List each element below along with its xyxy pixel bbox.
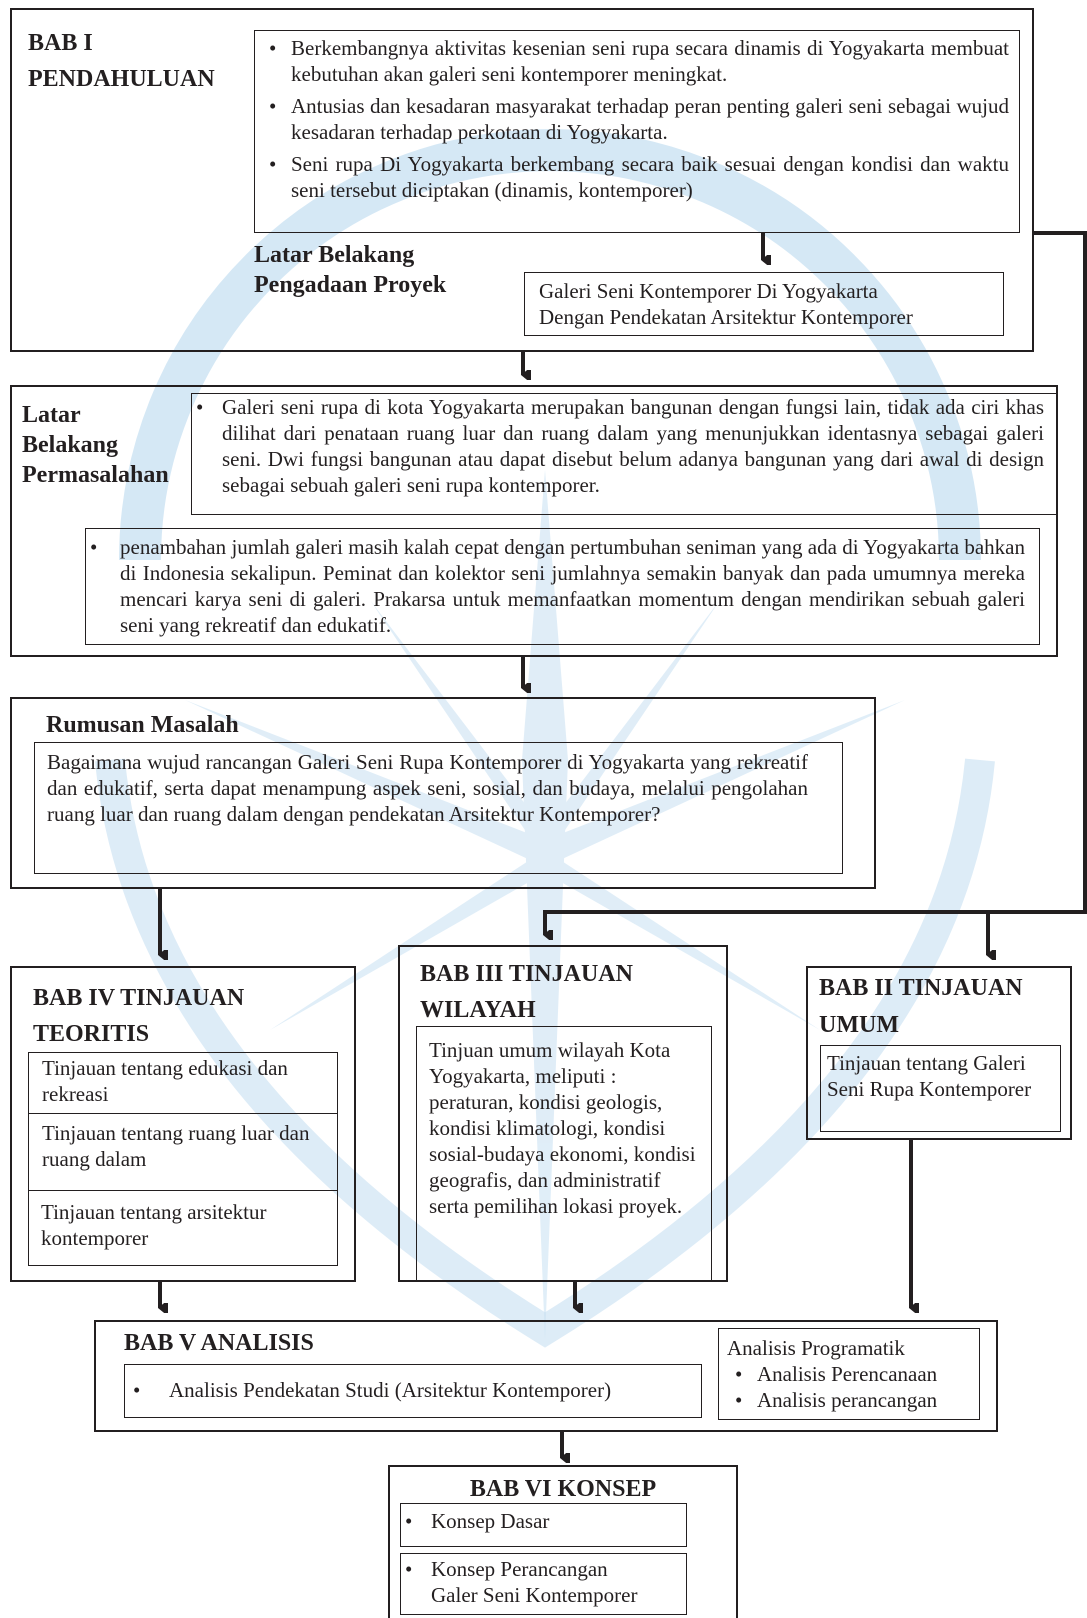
- bab1-bullet-list: Berkembangnya aktivitas kesenian seni ru…: [261, 35, 1009, 203]
- bab2-text: Tinjauan tentang Galeri Seni Rupa Kontem…: [827, 1051, 1032, 1101]
- bab4-title: BAB IV TINJAUAN TEORITIS: [33, 985, 245, 1047]
- permasalahan-section: [10, 385, 1058, 657]
- bab2-section: [806, 966, 1072, 1140]
- bab4-item: Tinjauan tentang arsitektur kontemporer: [28, 1190, 338, 1266]
- project-title-box: Galeri Seni Kontemporer Di Yogyakarta De…: [524, 272, 1004, 336]
- rumusan-section: [10, 697, 876, 889]
- programatik-item: Analisis perancangan: [727, 1387, 979, 1413]
- programatik-title: Analisis Programatik: [727, 1336, 905, 1360]
- bab1-section: [10, 8, 1034, 352]
- bab3-title: BAB III TINJAUAN WILAYAH: [420, 961, 633, 1023]
- permasalahan-title: Latar Belakang Permasalahan: [22, 402, 169, 488]
- bab3-section: [398, 945, 728, 1282]
- bab4-section: [10, 966, 356, 1282]
- bab5-item: Analisis Pendekatan Studi (Arsitektur Ko…: [125, 1377, 701, 1403]
- bab6-section: [388, 1465, 738, 1618]
- bab3-text-box: Tinjuan umum wilayah Kota Yogyakarta, me…: [416, 1026, 712, 1282]
- programatik-item: Analisis Perencanaan: [727, 1361, 979, 1387]
- permasalahan-bullet1-box: Galeri seni rupa di kota Yogyakarta meru…: [191, 393, 1057, 515]
- bab6-item: Konsep Dasar: [401, 1508, 686, 1534]
- rumusan-text-box: Bagaimana wujud rancangan Galeri Seni Ru…: [34, 742, 843, 874]
- bab6-item: Konsep Perancangan Galer Seni Kontempore…: [401, 1556, 686, 1608]
- bab3-text: Tinjuan umum wilayah Kota Yogyakarta, me…: [429, 1038, 696, 1218]
- bab1-bullets-box: Berkembangnya aktivitas kesenian seni ru…: [254, 30, 1020, 233]
- permasalahan-bullet: Galeri seni rupa di kota Yogyakarta meru…: [192, 394, 1044, 498]
- rumusan-text: Bagaimana wujud rancangan Galeri Seni Ru…: [47, 750, 808, 826]
- bab2-text-box: Tinjauan tentang Galeri Seni Rupa Kontem…: [820, 1045, 1061, 1132]
- bab2-title: BAB II TINJAUAN UMUM: [819, 975, 1023, 1038]
- latar-belakang-proyek-title: Latar Belakang Pengadaan Proyek: [254, 242, 447, 298]
- bab5-item-box: Analisis Pendekatan Studi (Arsitektur Ko…: [124, 1364, 702, 1418]
- bab6-item-box: Konsep Perancangan Galer Seni Kontempore…: [400, 1553, 687, 1615]
- bab4-item: Tinjauan tentang edukasi dan rekreasi: [28, 1052, 338, 1114]
- bab5-title: BAB V ANALISIS: [124, 1330, 314, 1356]
- bab6-item-box: Konsep Dasar: [400, 1503, 687, 1547]
- bab1-bullet: Berkembangnya aktivitas kesenian seni ru…: [261, 35, 1009, 87]
- rumusan-title: Rumusan Masalah: [46, 712, 239, 738]
- bab6-title: BAB VI KONSEP: [469, 1476, 657, 1502]
- bab5-section: [94, 1320, 998, 1432]
- bab1-bullet: Seni rupa Di Yogyakarta berkembang secar…: [261, 151, 1009, 203]
- bab1-title: BAB I PENDAHULUAN: [28, 30, 215, 92]
- bab4-item: Tinjauan tentang ruang luar dan ruang da…: [28, 1113, 338, 1191]
- bab5-programatik-box: Analisis Programatik Analisis Perencanaa…: [718, 1328, 980, 1420]
- permasalahan-bullet2-box: penambahan jumlah galeri masih kalah cep…: [85, 528, 1040, 645]
- bab1-bullet: Antusias dan kesadaran masyarakat terhad…: [261, 93, 1009, 145]
- permasalahan-bullet: penambahan jumlah galeri masih kalah cep…: [86, 534, 1025, 638]
